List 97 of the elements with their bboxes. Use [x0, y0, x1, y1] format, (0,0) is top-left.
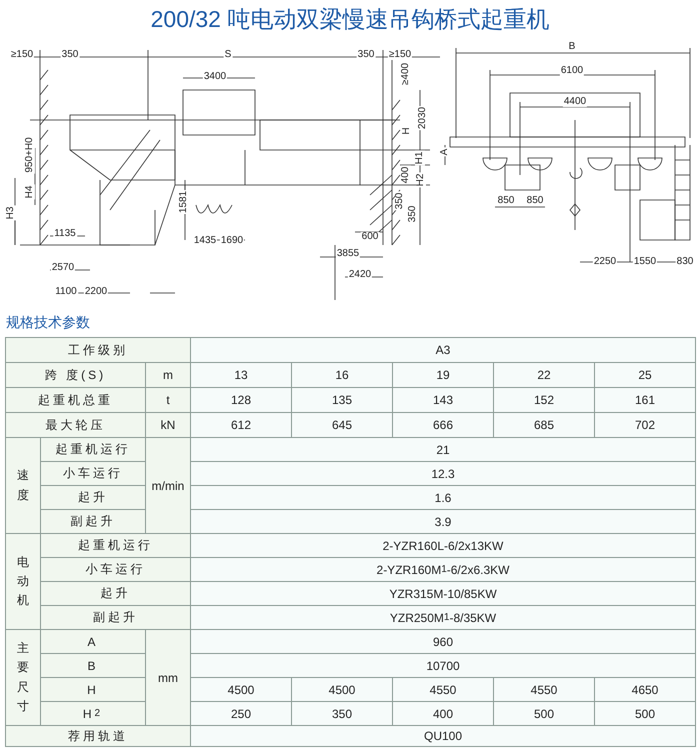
dimension-label: 1435	[192, 236, 218, 246]
table-value: 161	[594, 387, 696, 413]
dimension-label: 2250	[592, 257, 618, 267]
table-value: 4550	[392, 677, 494, 702]
table-value: YZR315M-10/85KW	[190, 581, 696, 606]
table-value: 500	[594, 701, 696, 726]
row-header: 最大轮压	[5, 412, 146, 438]
row-header: m/min	[145, 437, 191, 534]
row-header: 小车运行	[40, 557, 191, 582]
table-value: 3.9	[190, 509, 696, 534]
row-header: 跨 度(S)	[5, 362, 146, 388]
dimension-label: 4400	[562, 97, 588, 107]
table-value: 4500	[190, 677, 292, 702]
table-value: 21	[190, 437, 696, 462]
row-header: A	[40, 629, 146, 654]
dimension-label: 830	[676, 257, 694, 267]
table-value: 16	[291, 362, 393, 388]
dimension-label: A	[440, 148, 450, 156]
dimension-label: 850	[526, 196, 544, 206]
row-header: 起重机运行	[40, 533, 191, 558]
row-header: 荐用轨道	[5, 725, 191, 747]
dimension-label: ≥150	[10, 50, 34, 60]
row-header: 起升	[40, 485, 146, 510]
table-value: 25	[594, 362, 696, 388]
row-group-header: 主要尺寸	[5, 629, 41, 726]
row-header: B	[40, 653, 146, 678]
row-header: 小车运行	[40, 461, 146, 486]
table-value: 135	[291, 387, 393, 413]
dimension-label: 2570	[50, 263, 76, 273]
row-header: t	[145, 387, 191, 413]
table-value: 645	[291, 412, 393, 438]
table-value: 13	[190, 362, 292, 388]
table-value: 2-YZR160L-6/2x13KW	[190, 533, 696, 558]
table-value: QU100	[190, 725, 696, 747]
table-value: 10700	[190, 653, 696, 678]
row-group-header: 电动机	[5, 533, 41, 630]
row-header: 起重机运行	[40, 437, 146, 462]
dimension-label: H4	[25, 184, 35, 200]
row-header: mm	[145, 629, 191, 726]
dimension-label: 6100	[560, 66, 584, 76]
dimension-label: 3400	[202, 72, 228, 82]
row-group-header: 速度	[5, 437, 41, 534]
table-value: 19	[392, 362, 494, 388]
dimension-label: H3	[6, 206, 16, 220]
dimension-label: 1100	[54, 287, 78, 297]
table-value: 500	[493, 701, 595, 726]
title: 200/32 吨电动双梁慢速吊钩桥式起重机	[150, 5, 550, 34]
dimension-label: B	[568, 42, 576, 52]
dimension-label: 350	[60, 50, 80, 60]
dimension-label: 850	[496, 196, 516, 206]
dimension-label: H2	[416, 172, 426, 188]
dimension-label: 350	[395, 192, 405, 210]
table-value: 666	[392, 412, 494, 438]
table-value: 152	[493, 387, 595, 413]
dimension-label: 3855	[336, 249, 360, 259]
table-value: 4650	[594, 677, 696, 702]
dimension-label: 2200	[84, 287, 108, 297]
dimension-label: 400	[401, 166, 411, 184]
row-header: 起升	[40, 581, 191, 606]
dimension-label: S	[224, 50, 232, 60]
dimension-label: 350	[408, 204, 418, 224]
dimension-label: ≥400	[401, 62, 411, 86]
table-value: 128	[190, 387, 292, 413]
table-value: 250	[190, 701, 292, 726]
table-value: 4550	[493, 677, 595, 702]
table-value: 702	[594, 412, 696, 438]
table-value: 612	[190, 412, 292, 438]
dimension-label: 1550	[632, 257, 658, 267]
table-value: A3	[190, 337, 696, 363]
dimension-label: ≥150	[388, 50, 412, 60]
dimension-label: 1581	[179, 190, 189, 214]
table-value: 1.6	[190, 485, 696, 510]
table-value: 4500	[291, 677, 393, 702]
row-header: 副起升	[40, 605, 191, 630]
row-header: H	[40, 677, 146, 702]
dimension-label: 950+H0	[25, 136, 35, 174]
dimension-label: H	[402, 126, 412, 136]
table-value: 143	[392, 387, 494, 413]
section-heading: 规格技术参数	[6, 314, 90, 332]
table-value: 400	[392, 701, 494, 726]
row-header: 起重机总重	[5, 387, 146, 413]
table-value: 22	[493, 362, 595, 388]
row-header: m	[145, 362, 191, 388]
row-header: 副起升	[40, 509, 146, 534]
table-value: 350	[291, 701, 393, 726]
row-header: 工作级别	[5, 337, 191, 363]
dimension-label: 1135	[53, 229, 77, 239]
row-header: kN	[145, 412, 191, 438]
dimension-label: 350	[356, 50, 376, 60]
dimension-label: H1	[415, 150, 425, 166]
dimension-label: 600	[360, 232, 380, 242]
dimension-label: 1690	[220, 236, 244, 246]
dimension-label: 2420	[348, 270, 372, 280]
table-value: 960	[190, 629, 696, 654]
dimension-label: 2030	[418, 106, 428, 130]
table-value: 685	[493, 412, 595, 438]
table-value: 12.3	[190, 461, 696, 486]
